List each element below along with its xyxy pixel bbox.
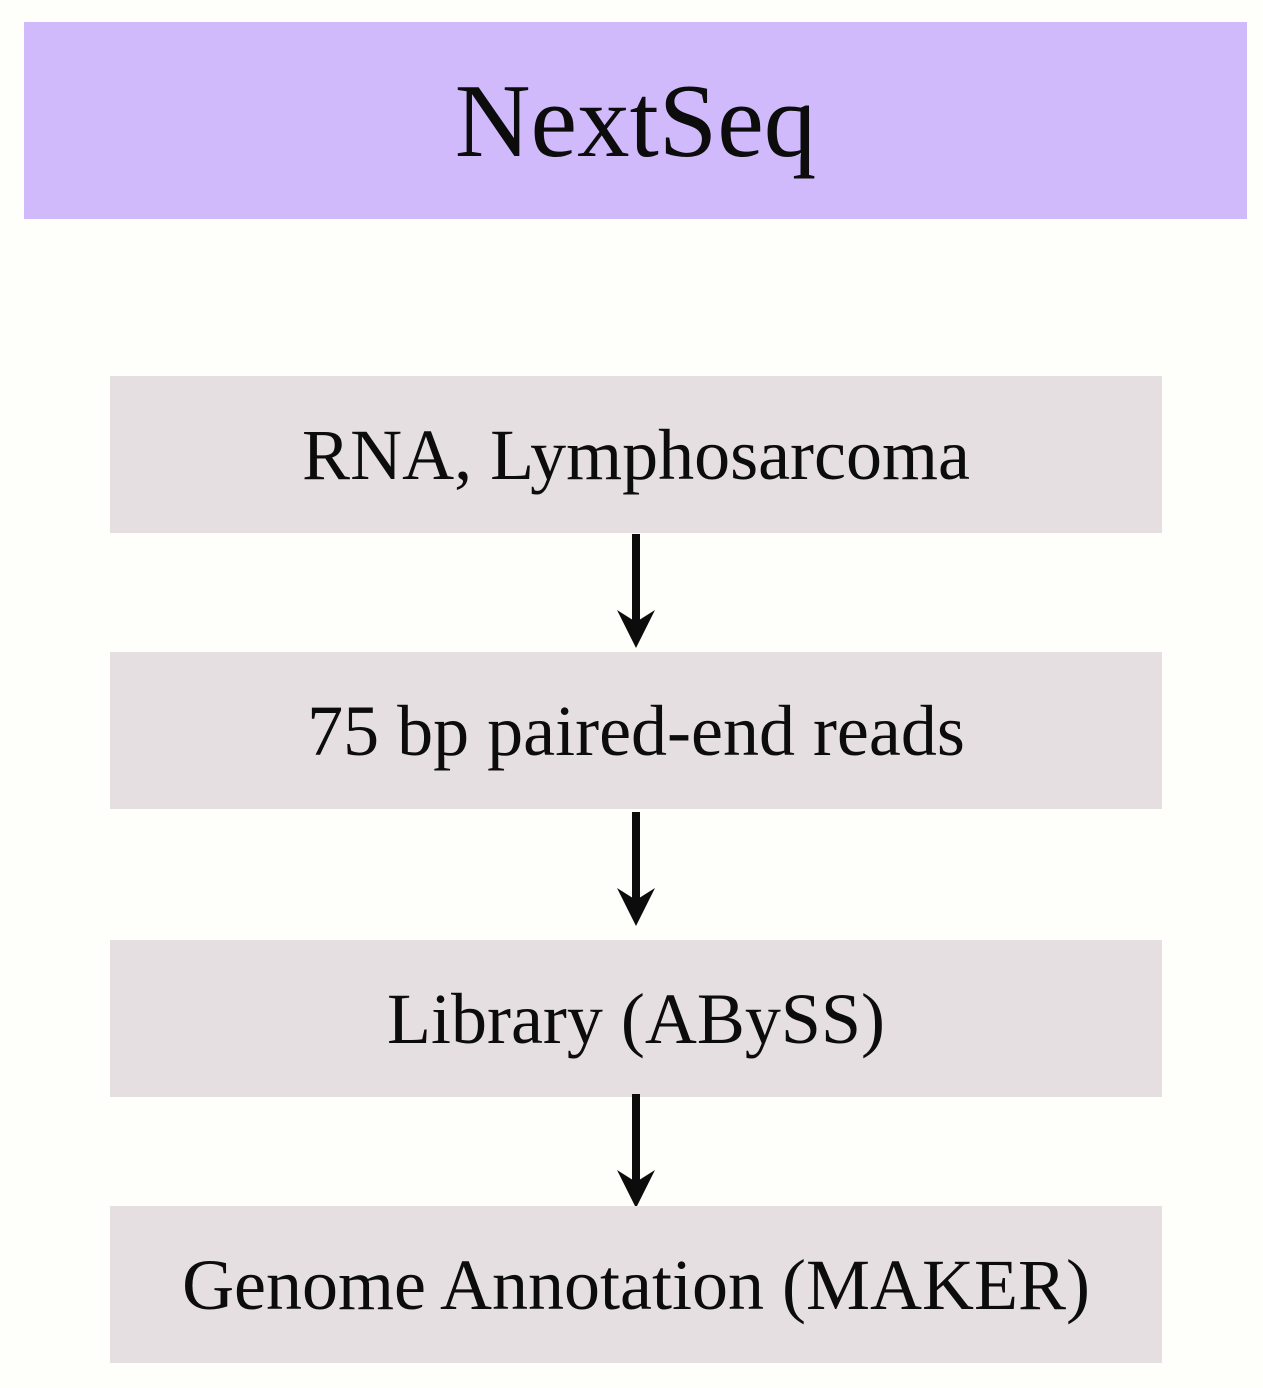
step-box-library-abyss: Library (ABySS) [110, 940, 1162, 1097]
down-arrow-icon [617, 1094, 655, 1208]
step-box-paired-end-reads: 75 bp paired-end reads [110, 652, 1162, 809]
step-label: Library (ABySS) [387, 978, 885, 1059]
step-label: RNA, Lymphosarcoma [302, 414, 970, 495]
header-title: NextSeq [454, 62, 817, 179]
step-label: Genome Annotation (MAKER) [182, 1244, 1090, 1325]
step-box-rna-lymphosarcoma: RNA, Lymphosarcoma [110, 376, 1162, 533]
step-box-genome-annotation-maker: Genome Annotation (MAKER) [110, 1206, 1162, 1363]
step-label: 75 bp paired-end reads [307, 690, 965, 771]
down-arrow-icon [617, 812, 655, 926]
header-box: NextSeq [24, 22, 1247, 219]
down-arrow-icon [617, 534, 655, 648]
